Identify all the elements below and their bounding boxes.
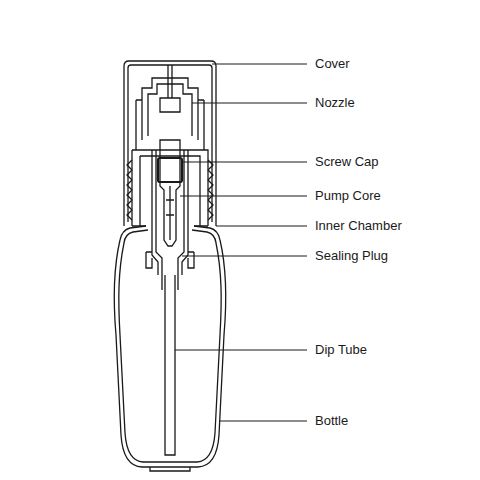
leader-line xyxy=(175,350,307,351)
bottle-inner xyxy=(119,230,221,462)
nozzle-channel xyxy=(160,65,180,112)
bottle-base xyxy=(150,467,190,471)
leader-line xyxy=(216,226,307,227)
part-label: Nozzle xyxy=(314,95,356,111)
leader-line xyxy=(192,103,307,104)
leader-line xyxy=(182,256,307,257)
part-label: Pump Core xyxy=(314,188,382,204)
nozzle-spring-seat xyxy=(136,100,204,150)
part-label: Bottle xyxy=(314,413,349,429)
nozzle-head xyxy=(142,78,198,140)
part-label: Screw Cap xyxy=(314,154,380,170)
part-label: Dip Tube xyxy=(314,342,368,358)
leader-line xyxy=(212,64,307,65)
part-label: Cover xyxy=(314,56,351,72)
pump-core-valve xyxy=(158,158,182,182)
bottle-outline xyxy=(114,226,226,467)
sealing-plug xyxy=(146,252,194,268)
nozzle-inner xyxy=(148,84,192,136)
part-label: Sealing Plug xyxy=(314,248,389,264)
leader-line xyxy=(219,421,307,422)
pump-core-stem xyxy=(166,186,174,240)
pump-core xyxy=(160,140,180,246)
leader-lines xyxy=(175,64,307,421)
part-label: Inner Chamber xyxy=(314,218,403,234)
leader-line xyxy=(180,196,307,197)
leader-line xyxy=(182,162,307,163)
dip-tube xyxy=(165,275,175,455)
